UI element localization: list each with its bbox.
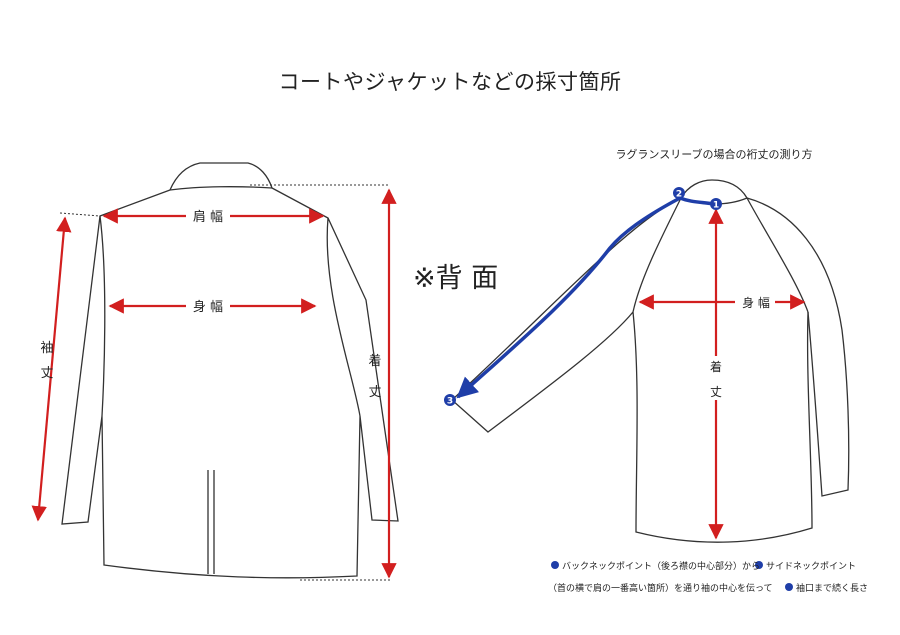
legend-line1-a: バックネックポイント（後ろ襟の中心部分）から bbox=[562, 562, 761, 572]
back-side-label: ※背 面 bbox=[413, 263, 498, 294]
page-title: コートやジャケットなどの採寸箇所 bbox=[278, 70, 622, 94]
raglan-sleeve-path bbox=[456, 196, 715, 399]
legend-marker-1 bbox=[551, 561, 559, 569]
legend-line1-b: サイドネックポイント bbox=[766, 562, 857, 572]
legend-marker-3 bbox=[785, 583, 793, 591]
legend-marker-2 bbox=[755, 561, 763, 569]
raglan-title: ラグランスリーブの場合の裄丈の測り方 bbox=[615, 147, 812, 161]
legend-line2-a: （首の横で肩の一番高い箇所）を通り袖の中心を伝って bbox=[548, 584, 773, 594]
marker-3: 3 bbox=[444, 394, 456, 407]
svg-text:2: 2 bbox=[676, 190, 682, 200]
length-label-2: 丈 bbox=[368, 385, 381, 400]
guide-lines bbox=[59, 184, 390, 581]
jacket-back-outline bbox=[61, 162, 399, 579]
raglan-outline bbox=[451, 179, 850, 543]
raglan-length-label-2: 丈 bbox=[710, 385, 722, 399]
legend-line2-b: 袖口まで続く長さ bbox=[796, 584, 869, 594]
marker-1: 1 bbox=[710, 198, 722, 211]
length-label-1: 着 bbox=[368, 353, 381, 369]
sleeve-length-arrow bbox=[31, 216, 72, 522]
raglan-length-label-1: 着 bbox=[710, 359, 722, 374]
marker-2: 2 bbox=[673, 187, 685, 200]
raglan-body-width-label: 身 幅 bbox=[742, 295, 770, 310]
shoulder-width-label: 肩 幅 bbox=[193, 209, 223, 225]
svg-text:3: 3 bbox=[447, 397, 453, 407]
sleeve-label-2: 丈 bbox=[40, 366, 53, 381]
svg-text:1: 1 bbox=[713, 201, 719, 211]
body-width-label: 身 幅 bbox=[193, 299, 223, 315]
sleeve-label-1: 袖 bbox=[40, 341, 53, 356]
